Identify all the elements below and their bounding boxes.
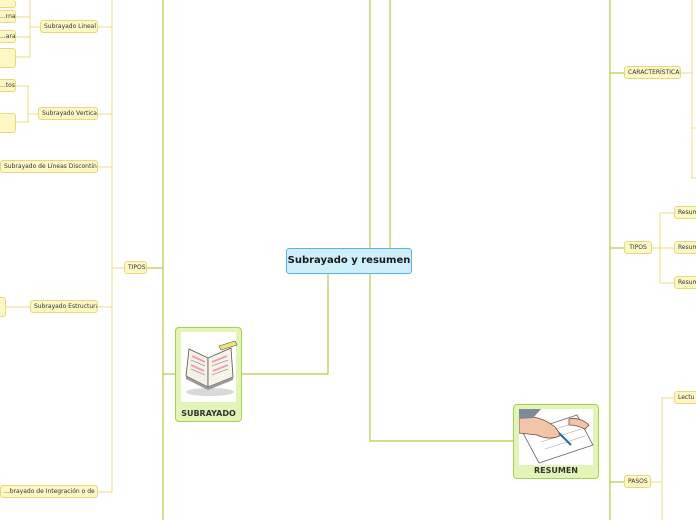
writing-hand-icon <box>518 409 594 464</box>
subrayado-label: SUBRAYADO <box>181 409 236 418</box>
subrayado-node[interactable]: SUBRAYADO <box>175 327 242 422</box>
root-to-subrayado-connector <box>242 274 329 375</box>
root-to-resumen-connector <box>369 274 513 442</box>
resumen-tipos-node[interactable]: TIPOS <box>624 241 652 254</box>
subrayado-integracion-node[interactable]: ...brayado de Integración o de Realce <box>0 485 98 498</box>
open-book-icon <box>185 340 238 396</box>
resumen-label: RESUMEN <box>533 466 578 475</box>
lineal-child-3[interactable] <box>0 48 16 68</box>
vertical-child-1[interactable]: ...tos <box>0 79 16 92</box>
leaf-branches <box>6 0 696 520</box>
resumen-tipo-2[interactable]: Resum <box>674 241 696 254</box>
estructural-child-1[interactable] <box>0 297 6 317</box>
caracteristicas-node[interactable]: CARACTERÍSTICAS <box>624 66 681 79</box>
subrayado-lineal-node[interactable]: Subrayado Lineal <box>40 20 98 33</box>
lineal-child-1[interactable]: ...rnas <box>0 10 16 23</box>
pasos-node[interactable]: PASOS <box>624 475 651 488</box>
lineal-child-2[interactable]: ...aras <box>0 30 16 43</box>
lineal-child-top[interactable] <box>0 0 16 8</box>
resumen-tipo-3[interactable]: Resum <box>674 276 696 289</box>
subrayado-tipos-node[interactable]: TIPOS <box>124 261 147 274</box>
main-branches <box>147 0 624 520</box>
root-node[interactable]: Subrayado y resumen <box>286 248 412 274</box>
resumen-tipo-1[interactable]: Resum <box>674 206 696 219</box>
subrayado-image <box>181 332 238 402</box>
vertical-child-2[interactable] <box>0 113 16 133</box>
resumen-image <box>518 409 594 465</box>
resumen-node[interactable]: RESUMEN <box>513 404 599 479</box>
pasos-item-1[interactable]: Lectu <box>674 391 696 404</box>
subrayado-vertical-node[interactable]: Subrayado Vertical <box>38 107 98 120</box>
subrayado-discontinuas-node[interactable]: Subrayado de Líneas Discontinuas <box>0 160 98 173</box>
subrayado-estructural-node[interactable]: Subrayado Estructural <box>30 300 98 313</box>
